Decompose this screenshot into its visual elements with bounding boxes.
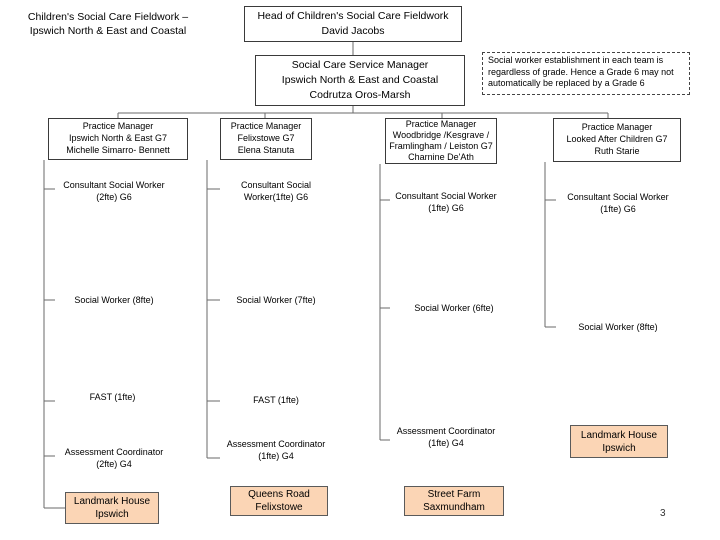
practice-manager-name: Elena Stanuta	[237, 144, 295, 155]
practice-manager-name: Ruth Starie	[594, 145, 640, 156]
practice-manager-role: Practice Manager	[405, 118, 477, 129]
fast-role: FAST	[89, 392, 112, 402]
location-town: Felixstowe	[255, 502, 303, 513]
assessment-fte: (2fte) G4	[96, 458, 132, 469]
location-name: Street Farm	[427, 489, 481, 500]
practice-manager-role: Practice Manager	[82, 121, 154, 132]
practice-manager-ipswich-box: Practice Manager Ipswich North & East G7…	[48, 118, 188, 160]
service-manager-box: Social Care Service Manager Ipswich Nort…	[255, 55, 465, 106]
fast-felixstowe: FAST (1fte)	[220, 395, 332, 407]
head-role: Head of Children's Social Care Fieldwork	[257, 10, 449, 23]
location-queens-road-felixstowe: Queens Road Felixstowe	[230, 486, 328, 516]
consultant-role: Consultant Social Worker	[395, 191, 497, 201]
practice-manager-role: Practice Manager	[230, 121, 302, 132]
fast-ipswich: FAST (1fte)	[70, 392, 155, 404]
location-town: Ipswich	[95, 509, 129, 520]
practice-manager-team: Felixstowe G7	[237, 133, 295, 144]
location-street-farm-saxmundham: Street Farm Saxmundham	[404, 486, 504, 516]
social-worker-lac: Social Worker (8fte)	[558, 322, 678, 334]
service-manager-role: Social Care Service Manager	[291, 59, 429, 72]
consultant-fte: Worker(1fte) G6	[243, 191, 309, 202]
page-number: 3	[660, 508, 666, 519]
assessment-coordinator-woodbridge: Assessment Coordinator (1fte) G4	[390, 426, 502, 449]
social-worker-label: Social Worker (8fte)	[74, 295, 154, 305]
service-manager-name: Codrutza Oros-Marsh	[309, 88, 411, 101]
location-landmark-house-ipswich: Landmark House Ipswich	[65, 492, 159, 524]
establishment-note: Social worker establishment in each team…	[482, 52, 690, 95]
assessment-role: Assessment Coordinator	[64, 447, 164, 457]
social-worker-woodbridge: Social Worker (6fte)	[395, 303, 513, 315]
location-name: Landmark House	[580, 429, 658, 441]
assessment-role: Assessment Coordinator	[396, 426, 496, 436]
assessment-coordinator-ipswich: Assessment Coordinator (2fte) G4	[55, 447, 173, 470]
head-of-service-box: Head of Children's Social Care Fieldwork…	[244, 6, 462, 42]
practice-manager-name: Charnine De'Ath	[408, 152, 474, 163]
assessment-coordinator-felixstowe: Assessment Coordinator (1fte) G4	[220, 439, 332, 462]
consultant-social-worker-woodbridge: Consultant Social Worker (1fte) G6	[390, 191, 502, 214]
consultant-role: Consultant Social Worker	[63, 180, 165, 190]
note-line-3: automatically be replaced by a Grade 6	[488, 78, 645, 89]
social-worker-ipswich: Social Worker (8fte)	[55, 295, 173, 307]
practice-manager-felixstowe-box: Practice Manager Felixstowe G7 Elena Sta…	[220, 118, 312, 160]
location-town: Ipswich	[602, 442, 636, 454]
chart-title-line-2: Ipswich North & East and Coastal	[29, 25, 187, 38]
consultant-social-worker-felixstowe: Consultant Social Worker(1fte) G6	[220, 180, 332, 203]
location-name: Queens Road	[248, 489, 310, 500]
location-landmark-house-ipswich-lac: Landmark House Ipswich	[570, 425, 668, 458]
practice-manager-team-2: Framlingham / Leiston G7	[389, 141, 493, 151]
service-manager-area: Ipswich North & East and Coastal	[281, 74, 439, 87]
location-town: Saxmundham	[423, 502, 485, 513]
assessment-fte: (1fte) G4	[428, 437, 464, 448]
assessment-fte: (1fte) G4	[258, 450, 294, 461]
note-line-1: Social worker establishment in each team…	[488, 55, 664, 65]
practice-manager-woodbridge-box: Practice Manager Woodbridge /Kesgrave / …	[385, 118, 497, 164]
consultant-fte: (1fte) G6	[600, 203, 636, 214]
consultant-fte: (1fte) G6	[428, 202, 464, 213]
practice-manager-team: Ipswich North & East G7	[68, 133, 168, 144]
location-name: Landmark House	[73, 496, 151, 507]
social-worker-label: Social Worker (6fte)	[414, 303, 494, 313]
chart-title: Children's Social Care Fieldwork – Ipswi…	[8, 10, 208, 38]
assessment-role: Assessment Coordinator	[226, 439, 326, 449]
consultant-fte: (2fte) G6	[96, 191, 132, 202]
fast-fte: (1fte)	[114, 392, 136, 402]
consultant-role: Consultant Social	[240, 180, 312, 190]
practice-manager-role: Practice Manager	[581, 122, 653, 133]
practice-manager-team-1: Woodbridge /Kesgrave /	[392, 129, 490, 140]
practice-manager-name: Michelle Simarro- Bennett	[66, 144, 170, 155]
consultant-social-worker-ipswich: Consultant Social Worker (2fte) G6	[55, 180, 173, 203]
social-worker-label: Social Worker (8fte)	[578, 322, 658, 332]
consultant-social-worker-lac: Consultant Social Worker (1fte) G6	[558, 192, 678, 215]
fast-role: FAST (1fte)	[253, 395, 299, 405]
chart-title-line-1: Children's Social Care Fieldwork –	[27, 11, 189, 23]
practice-manager-looked-after-children-box: Practice Manager Looked After Children G…	[553, 118, 681, 162]
social-worker-felixstowe: Social Worker (7fte)	[220, 295, 332, 307]
consultant-role: Consultant Social Worker	[567, 192, 669, 202]
note-line-2: regardless of grade. Hence a Grade 6 may…	[488, 66, 674, 77]
social-worker-label: Social Worker (7fte)	[236, 295, 316, 305]
head-name: David Jacobs	[321, 25, 385, 37]
practice-manager-team: Looked After Children G7	[566, 134, 668, 145]
